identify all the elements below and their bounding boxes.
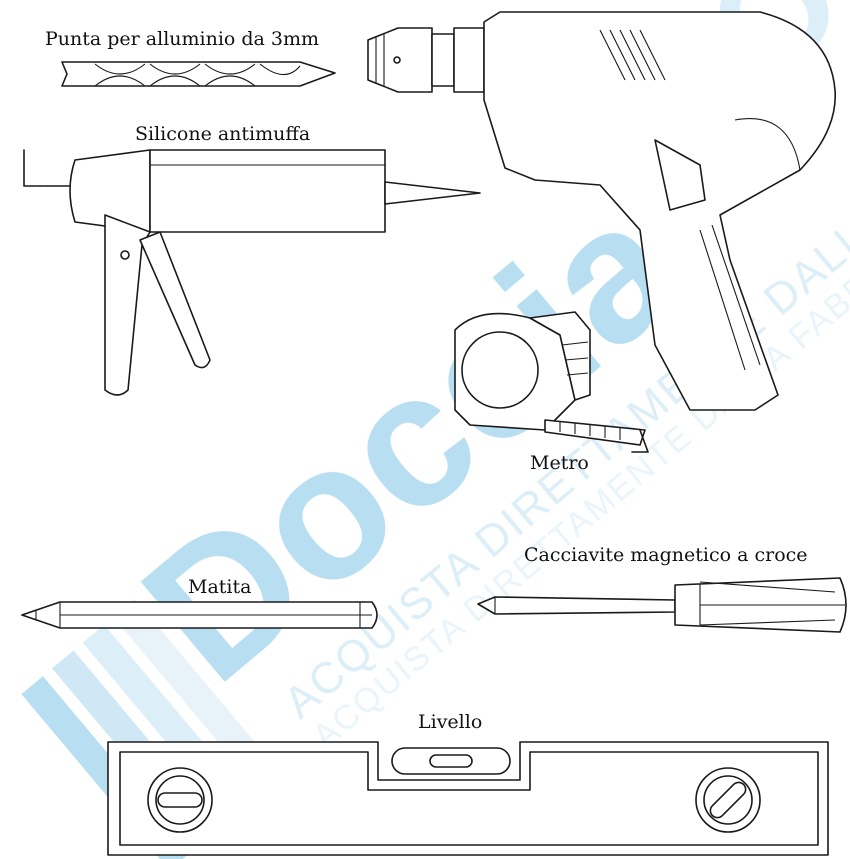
tape-measure-illustration (454, 311, 649, 453)
tape-measure-label: Metro (530, 452, 589, 474)
pencil-illustration (20, 601, 378, 629)
pencil-label: Matita (188, 576, 252, 598)
screwdriver-illustration (477, 577, 847, 633)
drill-bit-label: Punta per alluminio da 3mm (45, 28, 320, 50)
caulking-gun-illustration (23, 149, 481, 396)
spirit-level-illustration (107, 741, 829, 856)
screwdriver-label: Cacciavite magnetico a croce (524, 544, 808, 566)
drill-bit-illustration (61, 61, 336, 87)
level-label: Livello (418, 711, 483, 733)
drill-illustration (367, 11, 836, 411)
silicone-label: Silicone antimuffa (135, 123, 311, 145)
